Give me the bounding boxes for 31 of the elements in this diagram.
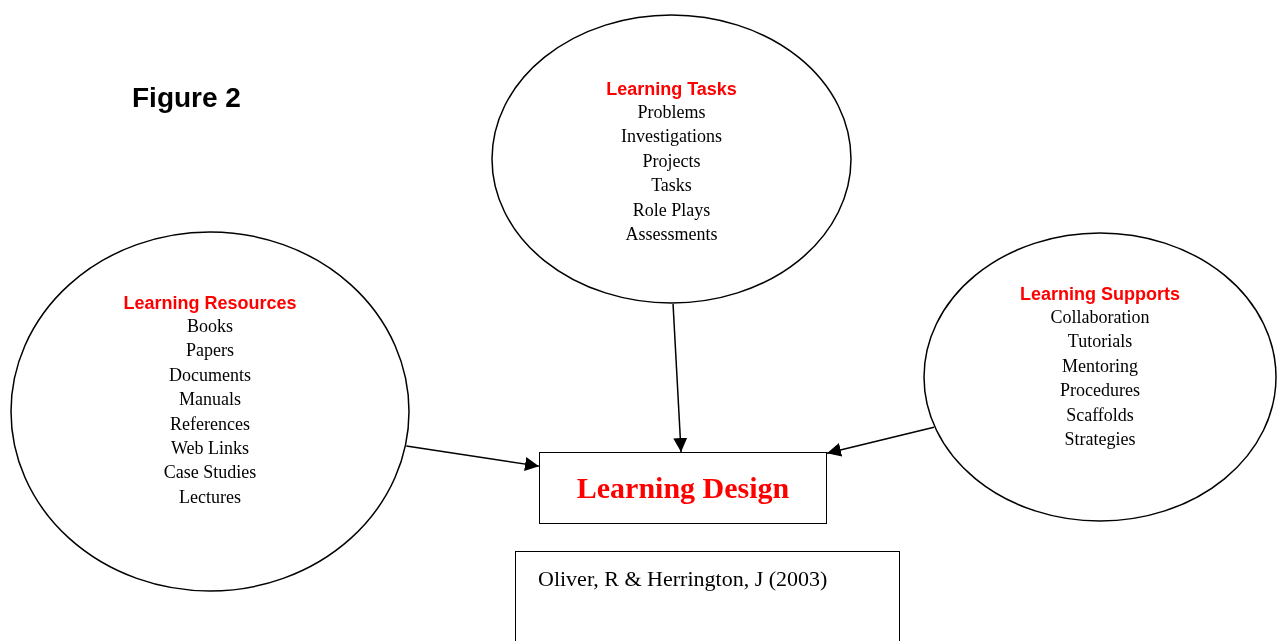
arrow: [672, 303, 688, 453]
list-item: Strategies: [1064, 428, 1136, 452]
citation-text: Oliver, R & Herrington, J (2003): [537, 565, 828, 593]
list-item: Manuals: [179, 388, 241, 412]
list-item: Case Studies: [163, 461, 257, 485]
process-box: [539, 452, 827, 524]
list-item: Assessments: [625, 223, 718, 247]
list-item: Documents: [169, 363, 251, 387]
list-item: Collaboration: [1050, 306, 1150, 329]
list-item: Papers: [186, 339, 234, 363]
list-item: Books: [187, 315, 233, 338]
list-item: Procedures: [1060, 379, 1140, 403]
list-item: Investigations: [621, 125, 722, 149]
node-heading: Learning Supports: [1020, 283, 1180, 305]
list-item: Tasks: [651, 174, 692, 198]
figure-title: Figure 2: [132, 82, 241, 114]
list-item: Mentoring: [1062, 354, 1138, 378]
citation-box: [515, 551, 900, 641]
node-heading: Learning Resources: [123, 292, 297, 314]
list-item: Role Plays: [632, 198, 711, 222]
list-item: References: [170, 412, 250, 436]
arrow: [405, 445, 540, 471]
node-heading: Learning Tasks: [606, 78, 737, 100]
box-label: Learning Design: [576, 471, 790, 505]
list-item: Problems: [637, 101, 706, 124]
list-item: Lectures: [179, 485, 241, 509]
list-item: Scaffolds: [1066, 403, 1134, 427]
list-item: Tutorials: [1067, 330, 1133, 354]
list-item: Web Links: [170, 437, 249, 461]
arrow: [826, 426, 935, 457]
list-item: Projects: [642, 149, 701, 173]
